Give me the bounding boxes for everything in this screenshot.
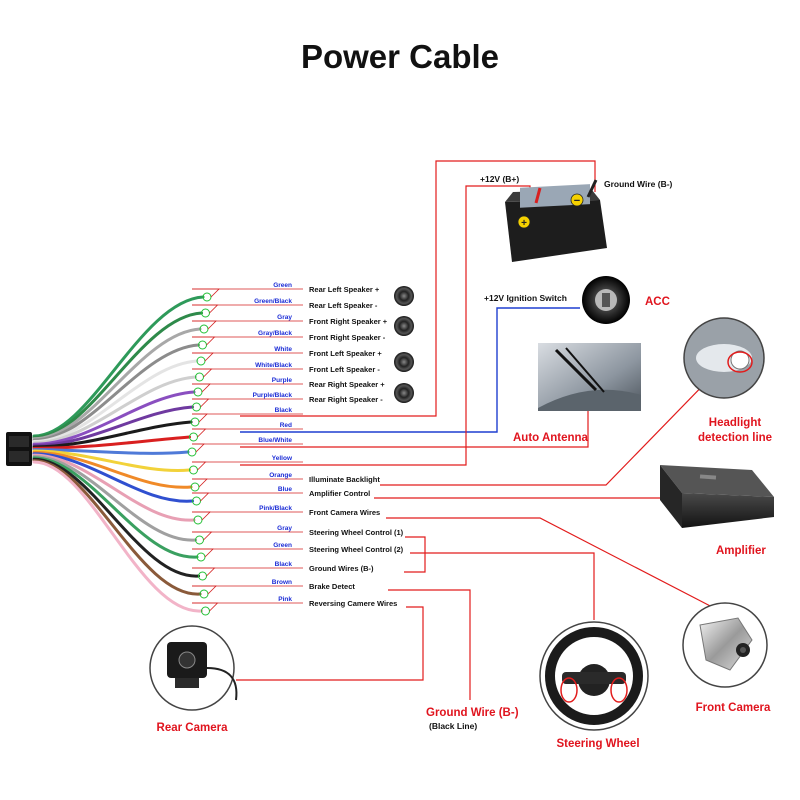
steering-wheel-label: Steering Wheel <box>556 738 639 750</box>
wire-function-label: Front Left Speaker + <box>309 349 382 358</box>
wire-color-label: Brown <box>272 579 292 586</box>
battery-ground-label: Ground Wire (B-) <box>604 179 673 189</box>
wire-function-label: Rear Left Speaker + <box>309 285 380 294</box>
amplifier-label: Amplifier <box>716 545 766 557</box>
acc-label: ACC <box>645 296 670 308</box>
rear-camera-label: Rear Camera <box>157 722 229 734</box>
wire-color-label: Green/Black <box>254 298 292 305</box>
wire-function-label: Rear Right Speaker + <box>309 380 385 389</box>
speaker-icon <box>394 286 414 306</box>
wire-color-label: Purple <box>272 377 293 384</box>
harness-wire <box>32 453 196 522</box>
wire-color-label: Gray <box>277 314 292 321</box>
speaker-icon <box>394 316 414 336</box>
wire-function-label: Amplifier Control <box>309 489 370 498</box>
wire-function-label: Brake Detect <box>309 582 355 591</box>
wire-color-label: Blue <box>278 486 292 493</box>
harness-wire <box>32 450 193 489</box>
harness-wire <box>32 456 199 559</box>
wire-color-label: Pink/Black <box>259 505 292 512</box>
front-camera-label: Front Camera <box>696 702 771 714</box>
harness-wire <box>32 448 190 455</box>
wire-color-label: Orange <box>269 472 292 479</box>
wire-color-label: Black <box>275 561 293 568</box>
page-title: Power Cable <box>301 38 499 75</box>
wire-color-label: Green <box>273 542 292 549</box>
wire-function-label: Front Camera Wires <box>309 508 380 517</box>
wire-color-label: Yellow <box>272 455 293 462</box>
wire-function-label: Reversing Camere Wires <box>309 599 397 608</box>
wire-color-label: Red <box>280 422 292 429</box>
speaker-icon <box>394 352 414 372</box>
speaker-icon <box>394 383 414 403</box>
harness-wire <box>32 343 200 442</box>
ignition-key-icon <box>582 276 630 324</box>
wire-color-label: Purple/Black <box>253 392 293 399</box>
antenna-label: Auto Antenna <box>513 432 589 444</box>
wire-color-label: Gray/Black <box>258 330 292 337</box>
rear-camera-icon <box>149 625 238 711</box>
harness-connector <box>6 432 32 466</box>
harness-wire <box>32 435 191 450</box>
harness-wire <box>32 460 203 613</box>
wire-function-label: Rear Left Speaker - <box>309 301 378 310</box>
wire-function-label: Rear Right Speaker - <box>309 395 383 404</box>
wire-function-label: Illuminate Backlight <box>309 475 380 484</box>
headlight-label-line2: detection line <box>698 432 772 444</box>
wire-function-label: Front Right Speaker + <box>309 317 388 326</box>
wire-color-label: Green <box>273 282 292 289</box>
svg-text:+: + <box>521 218 527 229</box>
speaker-icons <box>394 286 414 403</box>
harness-wire <box>32 390 196 446</box>
harness-wire <box>32 327 202 441</box>
headlight-label-line1: Headlight <box>709 417 762 429</box>
amplifier-icon <box>660 465 774 528</box>
wire-color-label: Blue/White <box>258 437 292 444</box>
wire-function-label: Front Left Speaker - <box>309 365 380 374</box>
harness-wire <box>32 452 194 503</box>
harness-wire <box>32 420 193 449</box>
wire-color-label: Pink <box>278 596 292 603</box>
battery-icon: + − <box>505 179 607 262</box>
ground-wire-label: Ground Wire (B-) <box>426 707 519 719</box>
wire-color-label: Black <box>275 407 293 414</box>
wire-function-label: Steering Wheel Control (2) <box>309 545 404 554</box>
front-camera-icon <box>682 602 768 688</box>
wire-function-label: Steering Wheel Control (1) <box>309 528 404 537</box>
harness-wire <box>32 449 191 472</box>
harness-wire <box>32 457 200 578</box>
wire-color-label: White/Black <box>255 362 292 369</box>
harness-wire <box>32 359 199 443</box>
harness-wire <box>32 455 197 542</box>
wire-function-label: Ground Wires (B-) <box>309 564 374 573</box>
headlight-icon <box>683 317 765 399</box>
harness-wire <box>32 459 202 596</box>
ground-black-line-label: (Black Line) <box>429 721 477 731</box>
wire-color-label: Gray <box>277 525 292 532</box>
ignition-switch-label: +12V Ignition Switch <box>484 293 567 303</box>
harness-wire <box>32 295 205 438</box>
antenna-photo <box>538 343 641 411</box>
wire-harness <box>32 288 303 616</box>
harness-wire <box>32 405 194 448</box>
wire-color-label: White <box>274 346 292 353</box>
svg-text:−: − <box>574 195 580 207</box>
harness-wire <box>32 311 203 439</box>
wire-function-label: Front Right Speaker - <box>309 333 386 342</box>
power-routing-lines <box>236 160 719 700</box>
battery-positive-label: +12V (B+) <box>480 174 519 184</box>
steering-wheel-icon <box>539 621 649 731</box>
harness-wire <box>32 375 197 445</box>
